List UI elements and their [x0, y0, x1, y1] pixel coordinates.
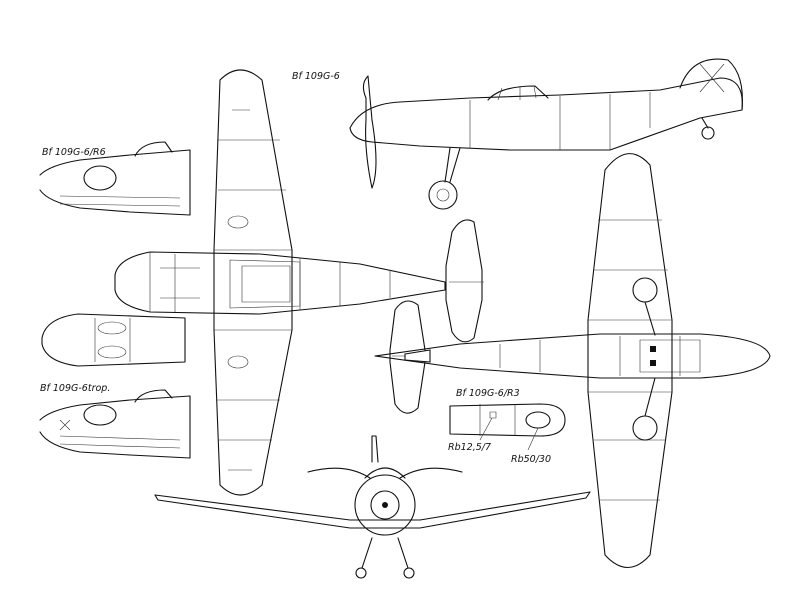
r3-detail: [449, 403, 566, 451]
label-rb12: Rb12,5/7: [448, 442, 492, 453]
bottom-view: [374, 153, 771, 569]
label-bf109g6-trop: Bf 109G-6trop.: [40, 383, 111, 394]
label-rb50: Rb50/30: [511, 454, 552, 465]
label-bf109g6: Bf 109G-6: [292, 71, 340, 82]
nose-plan-view: [41, 313, 186, 367]
side-view-main: [349, 58, 743, 210]
label-bf109g6-r6: Bf 109G-6/R6: [42, 147, 106, 158]
top-view: [114, 69, 484, 496]
label-bf109g6-r3: Bf 109G-6/R3: [456, 388, 520, 399]
front-view: [154, 435, 591, 579]
side-view-r6: [39, 141, 191, 216]
side-view-trop: [39, 389, 191, 459]
